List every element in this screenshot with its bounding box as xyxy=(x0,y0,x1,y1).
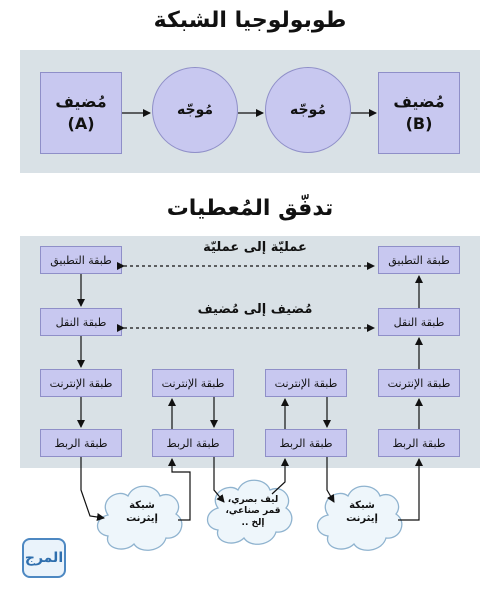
left-link-layer: طبقة الربط xyxy=(40,429,122,457)
cloud-ethernet-2-label: شبكة إيثرنت xyxy=(332,500,392,525)
link-cloud3-to-right xyxy=(398,458,423,521)
link-left-to-cloud1 xyxy=(80,457,105,521)
left-application-layer: طبقة التطبيق xyxy=(40,246,122,274)
host-a: مُضيف (A) xyxy=(40,72,122,154)
host-b-id: (B) xyxy=(405,114,433,133)
cloud-ethernet-1-label: شبكة إيثرنت xyxy=(112,500,172,525)
host-a-label: مُضيف xyxy=(55,92,107,112)
router1-internet-layer: طبقة الإنترنت xyxy=(152,369,234,397)
left-transport-layer: طبقة النقل xyxy=(40,308,122,336)
router-2-label: مُوجّه xyxy=(289,102,327,118)
host-b-label: مُضيف xyxy=(393,92,445,112)
right-link-layer: طبقة الربط xyxy=(378,429,460,457)
link-router2-to-cloud3 xyxy=(326,457,335,503)
right-internet-layer: طبقة الإنترنت xyxy=(378,369,460,397)
topology-title: طوبولوجيا الشبكة xyxy=(153,8,347,33)
cloud-ethernet-2-text: شبكة إيثرنت xyxy=(346,500,378,524)
cloud-ethernet-2 xyxy=(316,485,403,551)
cloud-optical-text: ليف بصري، قمر صناعي، إلخ .. xyxy=(225,495,281,528)
right-application-layer: طبقة التطبيق xyxy=(378,246,460,274)
right-transport-layer: طبقة النقل xyxy=(378,308,460,336)
router-1: مُوجّه xyxy=(152,67,238,153)
site-logo-text: المرج xyxy=(24,550,64,566)
process-to-process-label: عمليّة إلى عمليّة xyxy=(203,240,307,255)
host-a-id: (A) xyxy=(67,114,95,133)
link-cloud1-to-router1 xyxy=(168,458,191,521)
link-cloud2-to-router2 xyxy=(271,458,289,495)
host-b: مُضيف (B) xyxy=(378,72,460,154)
dataflow-title: تدفّق المُعطيات xyxy=(166,196,334,221)
router-1-label: مُوجّه xyxy=(176,102,214,118)
host-to-host-label: مُضيف إلى مُضيف xyxy=(197,302,313,317)
router-2: مُوجّه xyxy=(265,67,351,153)
left-internet-layer: طبقة الإنترنت xyxy=(40,369,122,397)
cloud-ethernet-1 xyxy=(96,485,183,551)
cloud-optical-label: ليف بصري، قمر صناعي، إلخ .. xyxy=(220,495,286,529)
router1-link-layer: طبقة الربط xyxy=(152,429,234,457)
cloud-ethernet-1-text: شبكة إيثرنت xyxy=(126,500,158,524)
router2-link-layer: طبقة الربط xyxy=(265,429,347,457)
cloud-optical xyxy=(206,479,293,545)
router2-internet-layer: طبقة الإنترنت xyxy=(265,369,347,397)
site-logo: المرج xyxy=(22,538,66,578)
link-router1-to-cloud2 xyxy=(213,457,225,503)
